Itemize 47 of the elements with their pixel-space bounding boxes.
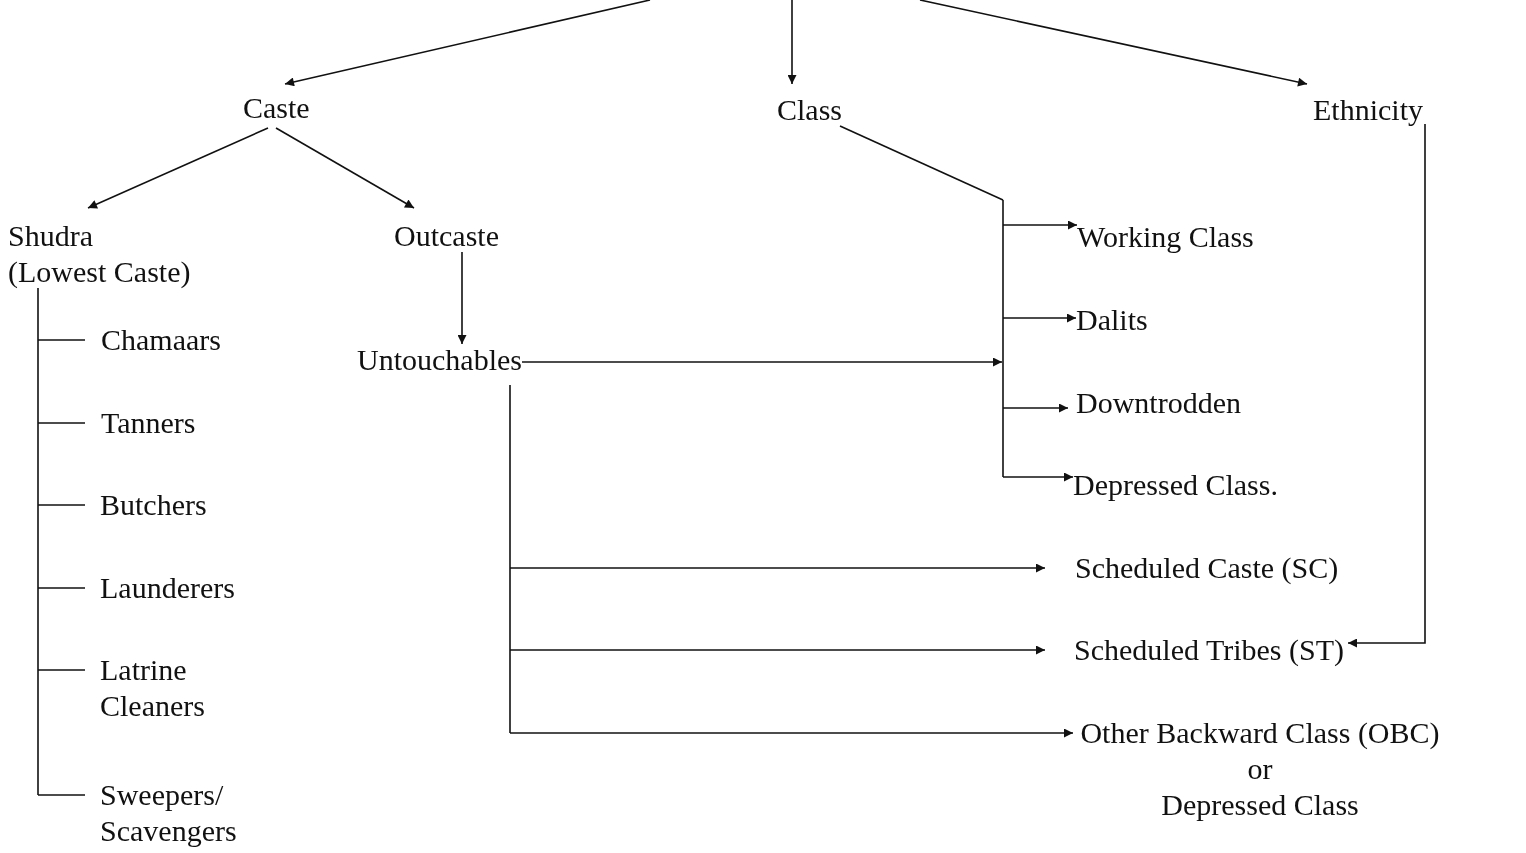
arrow [275, 127, 415, 209]
arrow [521, 357, 1003, 367]
category-label: (Lowest Caste) [8, 254, 191, 290]
arrow [919, 0, 1308, 87]
category-label: Launderers [85, 570, 235, 606]
category-label: Class [777, 92, 842, 128]
connector-line [37, 287, 39, 796]
category-label: Working Class [1077, 219, 1254, 255]
connector-line [37, 339, 86, 341]
arrow [1002, 313, 1077, 323]
connector-line [839, 125, 1004, 201]
arrow [509, 563, 1046, 573]
category-label: Depressed Class [1160, 787, 1360, 823]
category-label: Latrine Cleaners [85, 652, 240, 724]
connector-line [1002, 199, 1004, 478]
category-label: Downtrodden [1068, 385, 1241, 421]
arrow [1002, 403, 1069, 413]
category-label: Scheduled Caste (SC) [1045, 550, 1339, 586]
category-label: Dalits [1076, 302, 1148, 338]
category-label: Outcaste [394, 218, 499, 254]
category-label: or [1246, 751, 1274, 787]
arrow [284, 0, 651, 87]
arrow [787, 0, 797, 85]
arrow [509, 728, 1074, 738]
category-label: Other Backward Class (OBC) [1079, 715, 1441, 751]
category-label: Depressed Class. [1073, 467, 1278, 503]
category-label: Scheduled Tribes (ST) [1045, 632, 1344, 668]
arrow [1347, 123, 1426, 648]
category-label: Caste [243, 90, 310, 126]
arrow [457, 251, 467, 345]
arrow [509, 645, 1046, 655]
category-label: Ethnicity [1313, 92, 1423, 128]
connector-line [37, 669, 86, 671]
connector-line [37, 504, 86, 506]
arrow [1002, 220, 1078, 230]
category-label: Chamaars [85, 322, 221, 358]
arrow [87, 127, 269, 209]
category-label: Butchers [85, 487, 207, 523]
category-label: Tanners [85, 405, 196, 441]
category-label: Shudra [8, 218, 94, 254]
arrow [1002, 472, 1074, 482]
connector-line [37, 794, 86, 796]
connector-line [37, 587, 86, 589]
connector-line [509, 384, 511, 734]
category-label: Sweepers/ Scavengers [85, 777, 275, 849]
category-label: Untouchables [357, 342, 522, 378]
connector-line [37, 422, 86, 424]
